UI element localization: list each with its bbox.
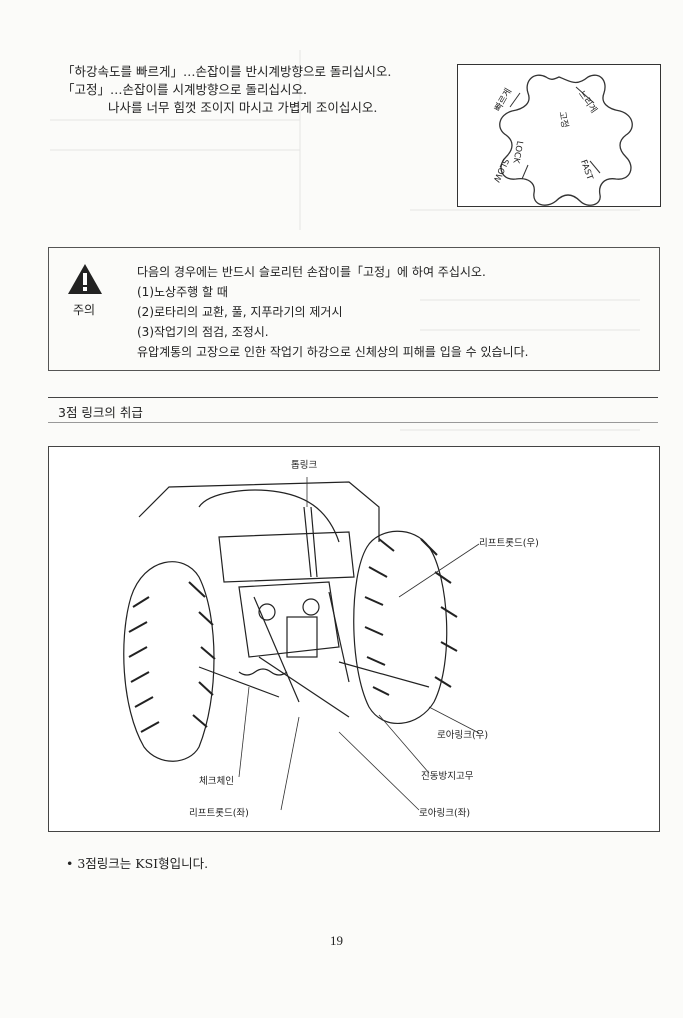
caution-warning: 유압계통의 고장으로 인한 작업기 하강으로 신체상의 피해를 입을 수 있습니… [137,345,529,359]
label-lower-link-left: 로아링크(좌) [419,808,471,819]
caution-box: 주의 다음의 경우에는 반드시 슬로리턴 손잡이를「고정」에 하여 주십시오. … [48,247,660,371]
knob-illustration: 빠르게 느리게 고정 LOCK SLOW FAST [457,64,661,207]
caution-label: 주의 [73,303,96,317]
section-title: 3점 링크의 취급 [58,405,143,420]
instruction-lock: 「고정」…손잡이를 시계방향으로 돌리십시오. [62,82,307,97]
knob-label-lock: 고정 [556,110,570,129]
instruction-screw: 나사를 너무 힘껏 조이지 마시고 가볍게 조이십시오. [108,100,378,115]
caution-item-3: (3)작업기의 점검, 조정시. [137,325,269,339]
label-lift-rod-right: 리프트롯드(우) [479,538,539,549]
three-point-link-figure: 톱링크 리프트롯드(우) 로아링크(우) 진동방지고무 로아링크(좌) 체크체인… [48,446,660,832]
note-ksi-type: • 3점링크는 KSI형입니다. [66,856,209,871]
knob-drawing [499,74,633,206]
tractor-rear-drawing [123,477,480,811]
instruction-fast: 「하강속도를 빠르게」…손잡이를 반시계방향으로 돌리십시오. [62,64,392,79]
label-anti-sway-rubber: 진동방지고무 [421,771,474,782]
label-lift-rod-left: 리프트롯드(좌) [189,808,249,819]
caution-item-1: (1)노상주행 할 때 [137,285,228,299]
label-top-link: 톱링크 [291,460,318,471]
section-rule-top [48,397,658,398]
page-number: 19 [330,933,343,948]
label-lower-link-right: 로아링크(우) [437,730,489,741]
caution-intro: 다음의 경우에는 반드시 슬로리턴 손잡이를「고정」에 하여 주십시오. [137,265,486,279]
caution-item-2: (2)로타리의 교환, 풀, 지푸라기의 제거시 [137,305,343,319]
label-check-chain: 체크체인 [199,776,234,787]
warning-triangle-icon [68,264,102,294]
section-rule-bottom [48,422,658,423]
